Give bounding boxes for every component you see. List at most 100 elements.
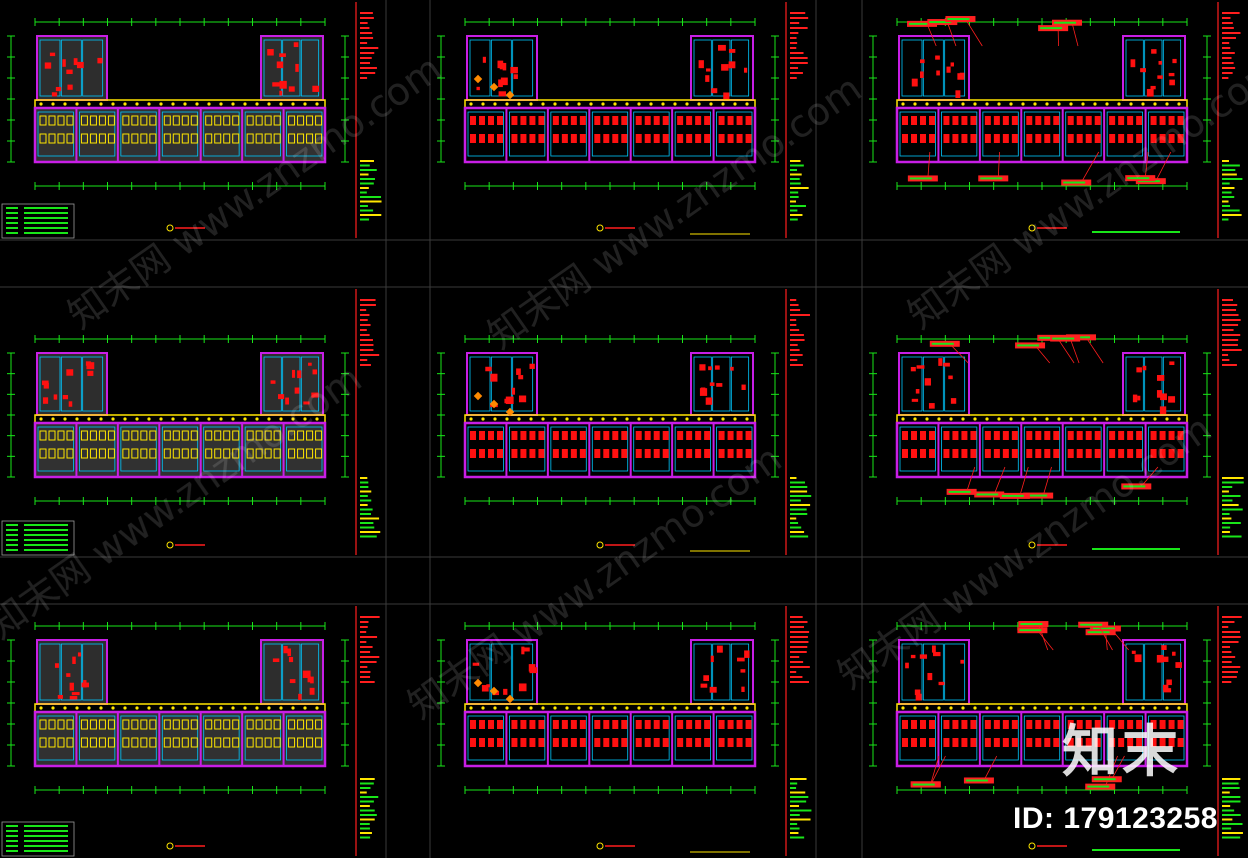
ceiling-light	[733, 102, 737, 106]
ceiling-light	[279, 102, 283, 106]
desk	[1053, 431, 1060, 440]
title-block-text	[790, 646, 808, 648]
title-block-text	[360, 616, 380, 618]
furniture-item	[950, 398, 957, 404]
desk	[172, 430, 180, 441]
desk	[653, 738, 660, 747]
drawing-sheet-s8	[437, 606, 812, 856]
desk	[98, 133, 106, 144]
title-block-text	[790, 22, 800, 24]
desk	[603, 720, 610, 729]
desk	[205, 719, 213, 730]
title-block-legend	[790, 214, 803, 216]
ceiling-light	[961, 417, 965, 421]
furniture-item	[81, 682, 90, 688]
furniture-item	[723, 92, 730, 100]
desk	[1067, 720, 1074, 729]
drawing-title-marker	[166, 842, 174, 850]
desk	[943, 449, 950, 458]
title-block-legend	[790, 200, 797, 203]
furniture-item	[294, 387, 300, 394]
furniture-item	[518, 683, 527, 692]
desk	[122, 719, 130, 730]
desk	[635, 116, 642, 125]
desk	[920, 431, 926, 440]
desk	[98, 115, 106, 126]
ceiling-light	[39, 417, 43, 421]
legend-table-row	[6, 544, 18, 546]
leader-line	[1056, 337, 1075, 364]
desk	[470, 116, 476, 125]
desk	[902, 116, 908, 125]
wing-room	[1125, 643, 1144, 701]
legend-table-row	[24, 534, 68, 536]
desk	[621, 720, 628, 729]
title-block-text	[360, 656, 380, 658]
title-block-text	[360, 62, 370, 64]
wing-room	[901, 643, 923, 701]
wing-room	[712, 643, 731, 701]
ceiling-light	[517, 417, 521, 421]
desk	[1177, 116, 1184, 125]
desk	[1002, 738, 1009, 747]
wing-room	[469, 356, 491, 412]
desk	[497, 738, 503, 747]
title-block-text	[360, 52, 375, 54]
furniture-item	[728, 61, 736, 69]
furniture-item	[1156, 390, 1163, 398]
title-block-legend	[790, 173, 802, 176]
ceiling-light	[937, 102, 941, 106]
ceiling-light	[625, 706, 629, 710]
title-block-text	[790, 72, 803, 74]
ceiling-light	[697, 102, 701, 106]
legend-table-row	[24, 222, 68, 224]
title-block-legend	[790, 477, 797, 479]
desk	[686, 738, 693, 747]
desk	[902, 738, 908, 747]
furniture-item	[288, 86, 295, 92]
ceiling-light	[243, 102, 247, 106]
main-block	[33, 710, 327, 768]
callout-tag-text	[965, 779, 988, 782]
desk	[190, 737, 198, 748]
ceiling-light	[553, 417, 557, 421]
desk	[1053, 738, 1060, 747]
ceiling-light	[243, 706, 247, 710]
title-block-text	[790, 344, 798, 346]
ceiling-light	[649, 102, 653, 106]
title-block-legend	[790, 778, 807, 780]
ceiling-light	[183, 706, 187, 710]
furniture-item	[62, 59, 66, 67]
ceiling-light	[1093, 102, 1097, 106]
brand-logo-watermark: 知末	[1062, 720, 1182, 785]
main-block	[33, 106, 327, 164]
desk	[89, 115, 97, 126]
title-block-legend	[360, 499, 372, 502]
desk	[1136, 720, 1143, 729]
title-block-text	[1222, 304, 1238, 306]
desk	[920, 738, 926, 747]
room	[509, 715, 546, 761]
title-block-legend	[790, 209, 798, 212]
title-block-legend	[790, 187, 809, 189]
desk	[920, 116, 926, 125]
ceiling-light	[1177, 102, 1181, 106]
desk	[66, 719, 74, 730]
title-block-legend	[1222, 778, 1241, 780]
right-wing-block	[260, 352, 324, 416]
title-block-text	[790, 319, 797, 321]
desk	[695, 116, 702, 125]
title-block-legend	[1222, 832, 1243, 834]
desk	[1076, 134, 1083, 143]
furniture-item	[73, 58, 78, 66]
furniture-item	[915, 389, 920, 394]
title-block-legend	[1222, 796, 1241, 798]
title-block-text	[1222, 616, 1242, 618]
title-block-text	[790, 309, 801, 311]
ceiling-light	[541, 102, 545, 106]
title-block-text	[1222, 72, 1233, 74]
desk	[1002, 720, 1009, 729]
desk	[1067, 134, 1074, 143]
desk	[107, 430, 115, 441]
furniture-item	[931, 645, 936, 653]
